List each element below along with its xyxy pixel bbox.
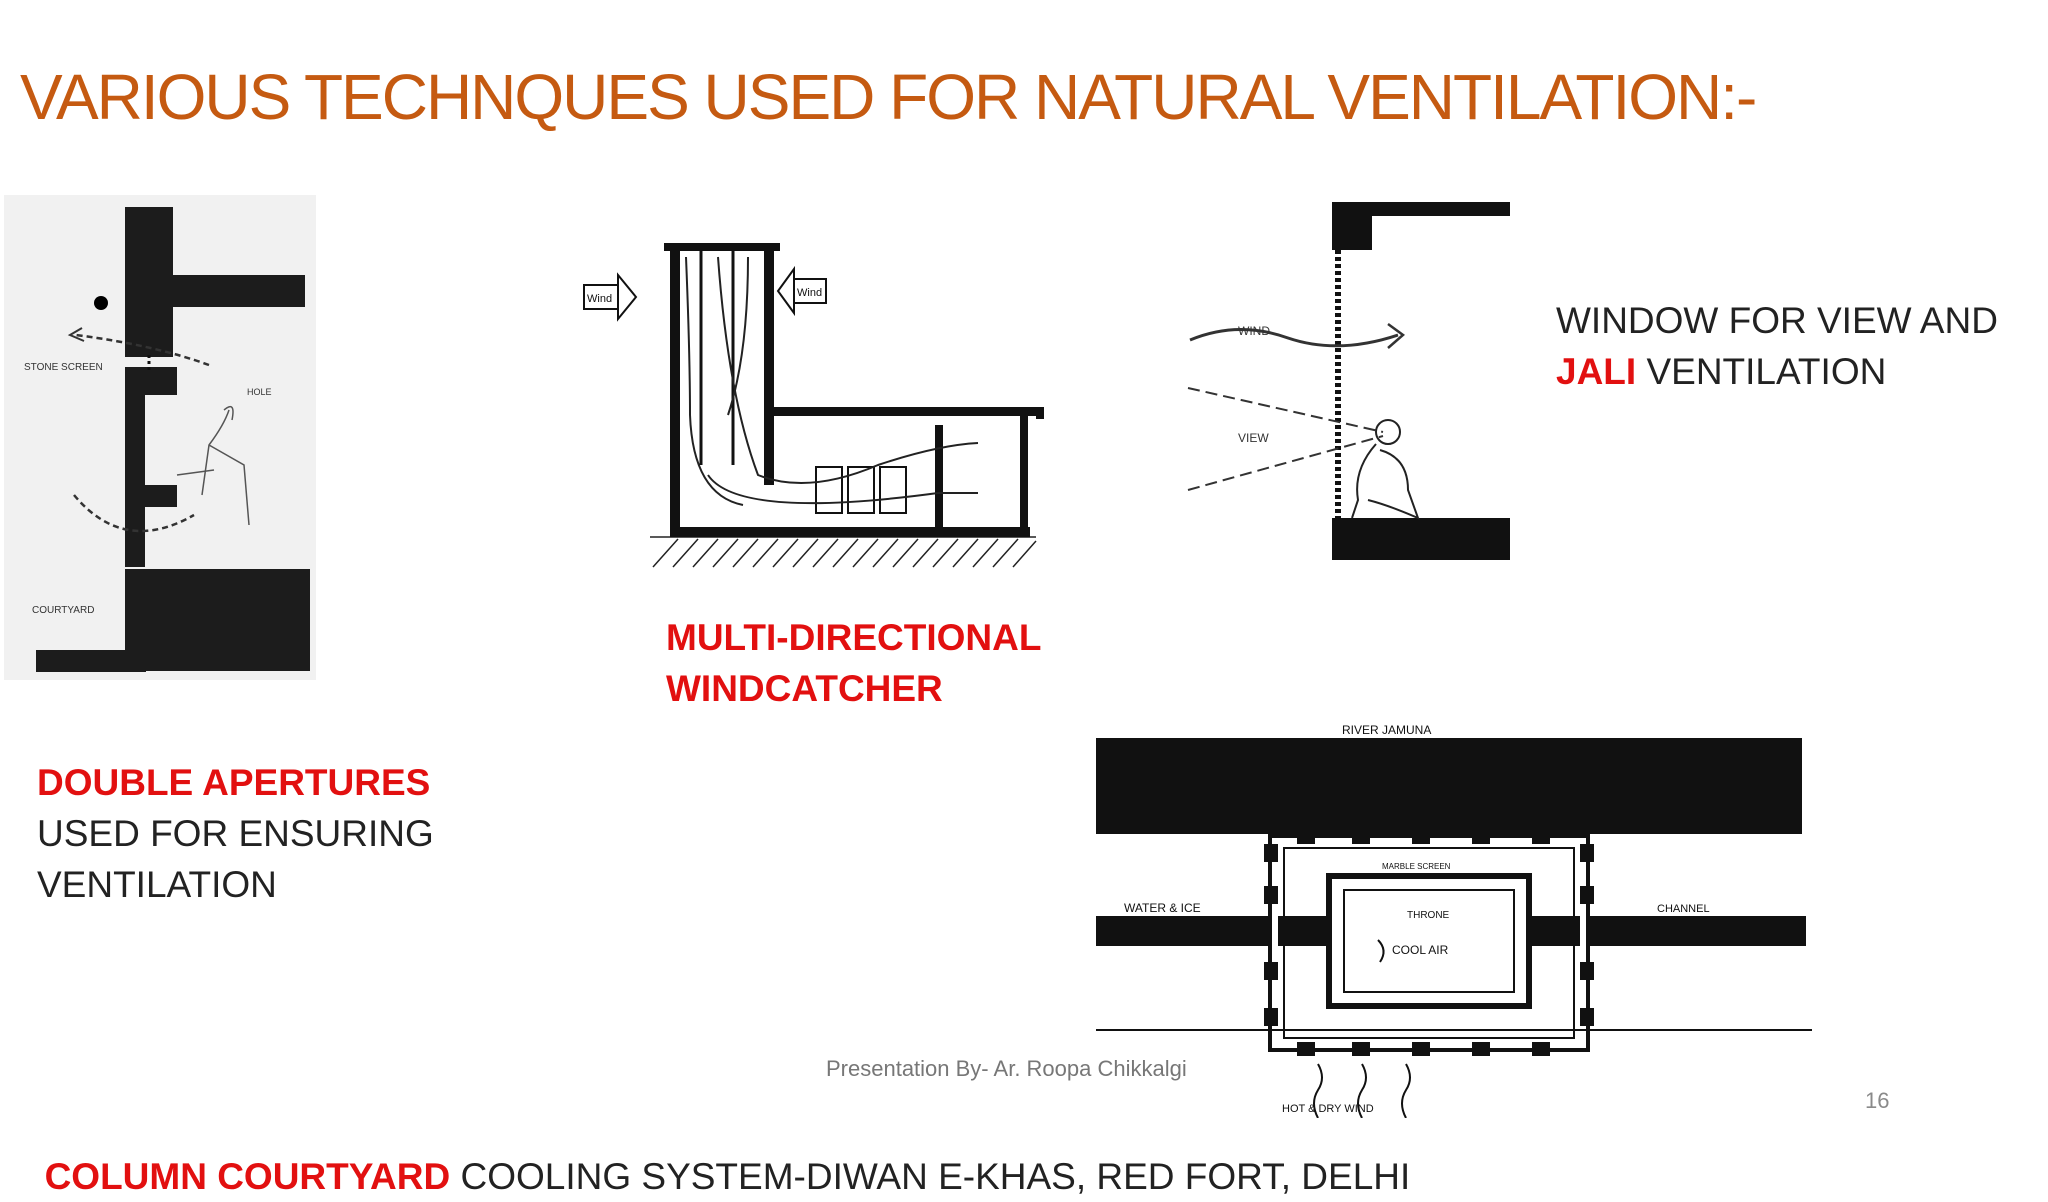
windcatcher-line2: WINDCATCHER xyxy=(666,668,943,709)
courtyard-caption: COLUMN COURTYARD COOLING SYSTEM-DIWAN E-… xyxy=(24,1100,1411,1202)
double-apertures-line3: VENTILATION xyxy=(37,864,277,905)
hot-dry-wind-label: HOT & DRY WIND xyxy=(1282,1103,1374,1115)
double-apertures-line2: USED FOR ENSURING xyxy=(37,813,434,854)
double-apertures-diagram: STONE SCREEN HOLE COURTYARD xyxy=(4,195,316,680)
windcatcher-line1: MULTI-DIRECTIONAL xyxy=(666,617,1042,658)
view-label: VIEW xyxy=(1238,431,1269,445)
jali-line2-rest: VENTILATION xyxy=(1636,351,1887,392)
jali-window-diagram: WIND VIEW xyxy=(1178,200,1514,565)
cool-air-label: COOL AIR xyxy=(1392,943,1449,957)
jali-line1: WINDOW FOR VIEW AND xyxy=(1556,300,1998,341)
windcatcher-caption: MULTI-DIRECTIONAL WINDCATCHER xyxy=(666,612,1041,714)
diwan-e-khas-plan: RIVER JAMUNA WATER & ICE CHANNEL THRONE … xyxy=(1092,718,1812,1118)
courtyard-label: COURTYARD xyxy=(32,605,94,616)
double-apertures-caption: DOUBLE APERTURES USED FOR ENSURING VENTI… xyxy=(37,757,434,910)
marble-screen-label: MARBLE SCREEN xyxy=(1382,862,1451,871)
slide-title: VARIOUS TECHNQUES USED FOR NATURAL VENTI… xyxy=(20,61,1757,133)
channel-label: CHANNEL xyxy=(1657,903,1710,915)
throne-label: THRONE xyxy=(1407,910,1450,921)
double-apertures-highlight: DOUBLE APERTURES xyxy=(37,762,431,803)
courtyard-rest: COOLING SYSTEM-DIWAN E-KHAS, RED FORT, D… xyxy=(450,1156,1411,1197)
hole-label: HOLE xyxy=(247,387,272,397)
wind-right-label: Wind xyxy=(797,287,822,299)
jali-caption: WINDOW FOR VIEW AND JALI VENTILATION xyxy=(1556,295,1998,397)
river-label: RIVER JAMUNA xyxy=(1342,723,1431,737)
courtyard-highlight: COLUMN COURTYARD xyxy=(44,1156,451,1197)
page-number: 16 xyxy=(1865,1088,1890,1113)
wind-label: WIND xyxy=(1238,324,1270,338)
stone-screen-label: STONE SCREEN xyxy=(24,362,103,373)
presenter-footer: Presentation By- Ar. Roopa Chikkalgi xyxy=(826,1056,1187,1081)
jali-highlight: JALI xyxy=(1556,351,1637,392)
wind-left-label: Wind xyxy=(587,293,612,305)
water-ice-label: WATER & ICE xyxy=(1124,901,1201,915)
windcatcher-diagram: Wind Wind xyxy=(578,175,1064,585)
